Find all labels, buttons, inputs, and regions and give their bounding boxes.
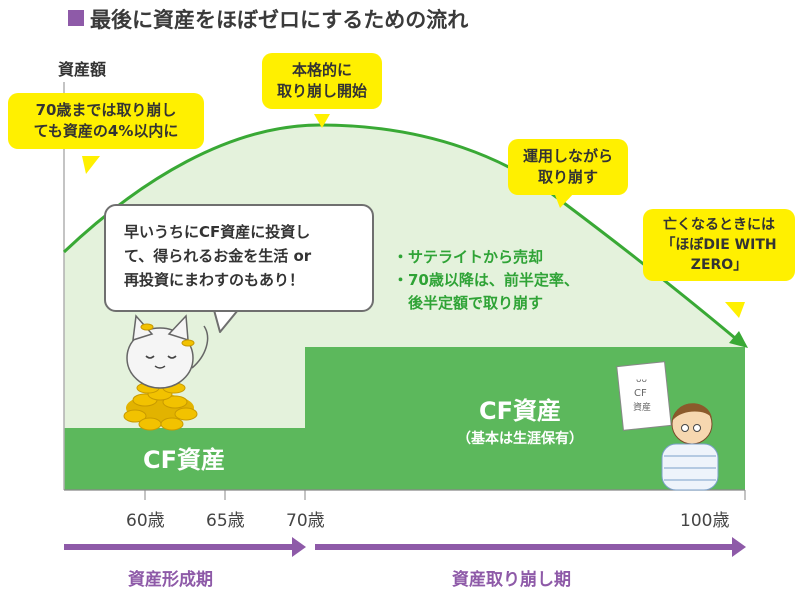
cf-asset-hold-note: （基本は生涯保有） <box>457 431 583 447</box>
callout-before-70: 70歳までは取り崩し ても資産の4%以内に <box>8 93 204 149</box>
callout-pointer-while-investing <box>555 192 575 208</box>
phase-arrowhead-withdrawal <box>732 537 746 557</box>
speech-text: 再投資にまわすのもあり！ <box>124 271 305 289</box>
phase-arrowhead-formation <box>292 537 306 557</box>
svg-text:CF: CF <box>634 388 647 399</box>
strategy-note: 後半定額で取り崩す <box>393 294 544 312</box>
callout-full-withdrawal-start: 本格的に 取り崩し開始 <box>262 53 382 109</box>
strategy-note: ・70歳以降は、前半定率、 <box>393 271 579 289</box>
callout-text: 取り崩す <box>537 168 598 186</box>
cat-with-coins-illustration <box>123 314 209 431</box>
cf-asset-label-left: CF資産 <box>142 446 225 474</box>
tick-label-60: 60歳 <box>126 511 165 531</box>
callout-while-investing: 運用しながら 取り崩す <box>508 139 628 195</box>
tick-label-65: 65歳 <box>206 511 245 531</box>
asset-curve-arrowhead <box>729 331 748 348</box>
callout-text: 運用しながら <box>522 147 613 165</box>
cf-block-left <box>64 428 305 490</box>
strategy-notes: ・サテライトから売却 ・70歳以降は、前半定率、 後半定額で取り崩す <box>393 246 579 315</box>
callout-text: 「ほぼDIE WITH <box>661 237 777 253</box>
callout-pointer-before70 <box>82 156 100 174</box>
callout-pointer-die-with-zero <box>725 302 745 318</box>
callout-text: ても資産の4%以内に <box>33 122 179 140</box>
tick-label-70: 70歳 <box>286 511 325 531</box>
callout-text: ZERO」 <box>690 257 748 273</box>
asset-curve <box>62 123 736 340</box>
tick-label-100: 100歳 <box>680 511 730 531</box>
diagram-title: 最後に資産をほぼゼロにするための流れ <box>90 8 469 32</box>
phase-label-withdrawal: 資産取り崩し期 <box>452 570 571 590</box>
person-with-cf-sign-illustration: ᴗᴗ CF 資産 <box>616 361 719 491</box>
callout-die-with-zero: 亡くなるときには 「ほぼDIE WITH ZERO」 <box>643 209 795 281</box>
svg-text:ᴗᴗ: ᴗᴗ <box>636 375 648 385</box>
callout-text: 亡くなるときには <box>663 217 775 233</box>
title-marker <box>68 10 84 26</box>
callout-text: 取り崩し開始 <box>276 82 367 100</box>
speech-bubble: 早いうちにCF資産に投資し て、得られるお金を生活 or 再投資にまわすのもあり… <box>104 204 374 312</box>
strategy-note: ・サテライトから売却 <box>393 248 544 266</box>
y-axis-label: 資産額 <box>58 60 107 79</box>
phase-label-formation: 資産形成期 <box>128 570 213 590</box>
cf-asset-label-right: CF資産 <box>478 397 561 425</box>
callout-pointer-full-start <box>314 114 330 128</box>
speech-text: て、得られるお金を生活 or <box>124 247 312 265</box>
speech-text: 早いうちにCF資産に投資し <box>124 223 311 241</box>
callout-text: 本格的に <box>291 61 352 79</box>
svg-text:資産: 資産 <box>633 401 651 413</box>
callout-text: 70歳までは取り崩し <box>35 101 177 119</box>
